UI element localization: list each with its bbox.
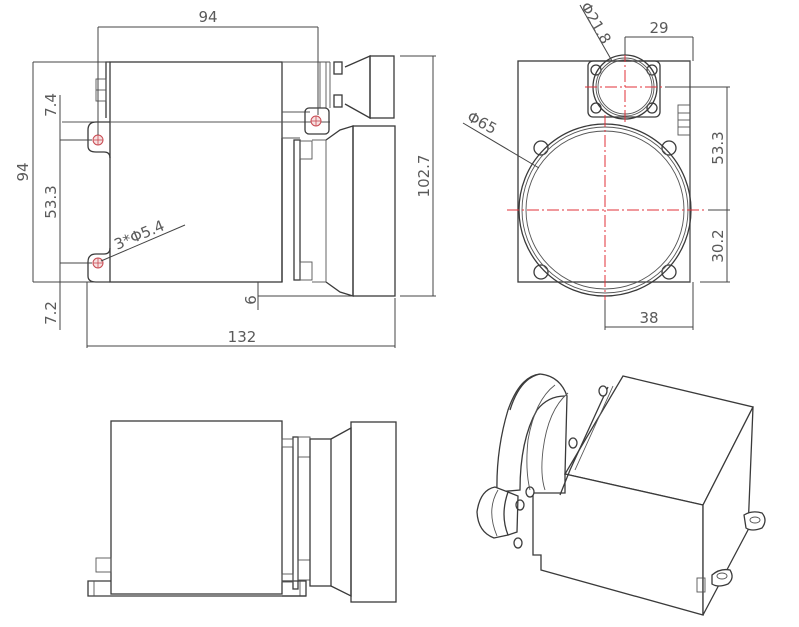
screw-icon	[646, 102, 658, 114]
dim-left-94: 94	[14, 162, 32, 181]
iso-large-lens	[496, 373, 568, 493]
dim-phi-21-8: Φ21.8	[577, 0, 615, 47]
front-body-outline	[517, 60, 691, 283]
dim-132: 132	[228, 328, 257, 346]
dim-7-4: 7.4	[42, 93, 60, 117]
dim-30-2: 30.2	[709, 229, 727, 262]
dim-29: 29	[649, 19, 668, 37]
bolt-icon	[568, 437, 578, 449]
mount-hole-icon	[92, 257, 104, 269]
dim-102-7: 102.7	[415, 155, 433, 198]
dim-38: 38	[639, 309, 658, 327]
dim-top-94: 94	[198, 8, 217, 26]
mount-hole-icon	[92, 134, 104, 146]
small-lens	[369, 55, 395, 119]
main-body-outline	[109, 61, 283, 283]
bolt-icon	[525, 486, 535, 498]
bolt-icon	[598, 385, 608, 397]
mount-hole-icon	[310, 115, 322, 127]
dim-53-3: 53.3	[42, 185, 60, 218]
bottom-view	[87, 420, 397, 603]
dim-6: 6	[242, 295, 260, 305]
mount-ear-bottom	[87, 247, 111, 283]
dim-phi-65: Φ65	[464, 108, 500, 138]
front-view: Φ21.8 Φ65 29 53.3 30.2 38	[462, 0, 730, 330]
iso-small-lens	[476, 486, 509, 539]
bolt-icon	[513, 537, 523, 549]
screw-icon	[661, 140, 677, 156]
screw-icon	[533, 140, 549, 156]
holes-callout: 3*Φ5.4	[112, 217, 168, 254]
large-lens	[352, 125, 396, 297]
bottom-body-outline	[110, 420, 283, 595]
bottom-lens	[350, 421, 397, 603]
dim-53-3-front: 53.3	[709, 131, 727, 164]
dim-7-2: 7.2	[42, 301, 60, 325]
screw-icon	[590, 102, 602, 114]
isometric-view	[476, 373, 766, 616]
screw-icon	[533, 264, 549, 280]
screw-icon	[661, 264, 677, 280]
side-view: 94 94 7.4 53.3 7.2 3*Φ5.4 6 132 102.7	[14, 8, 436, 348]
mount-ear-top	[87, 121, 111, 159]
